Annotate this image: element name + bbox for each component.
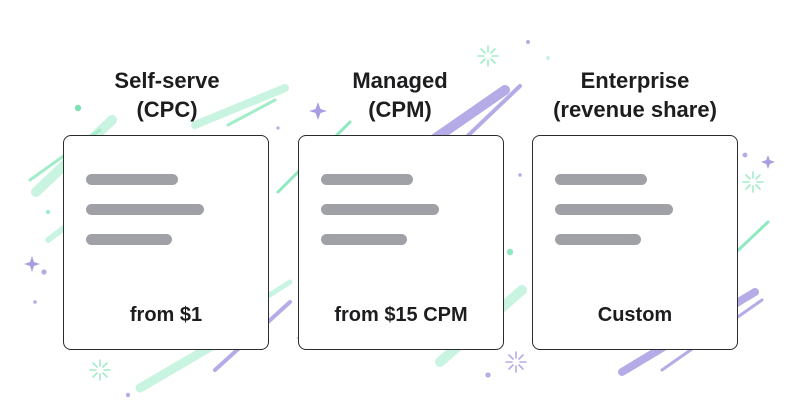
dot-icon <box>546 56 550 60</box>
purple-streak <box>425 85 510 147</box>
starburst-icon <box>89 359 111 381</box>
sparkle-icon <box>24 256 40 272</box>
dot-icon <box>518 173 522 177</box>
plan-title-line: Self-serve <box>114 68 220 93</box>
dot-icon <box>485 372 491 378</box>
plan-card-managed: from $15 CPM <box>298 135 504 350</box>
placeholder-text-bar <box>321 204 439 215</box>
dot-icon <box>33 300 37 304</box>
plan-price: Custom <box>597 304 673 326</box>
placeholder-text-bar <box>86 234 172 245</box>
green-streak <box>226 98 277 127</box>
placeholder-text-bar <box>555 234 641 245</box>
plan-title-enterprise: Enterprise (revenue share) <box>515 66 755 124</box>
starburst-icon <box>505 351 527 373</box>
plan-title-line: (CPM) <box>368 97 432 122</box>
placeholder-text-bar <box>321 234 407 245</box>
dot-icon <box>125 392 131 398</box>
starburst-icon <box>742 171 764 193</box>
dot-icon <box>74 104 82 112</box>
dot-icon <box>526 40 530 44</box>
plan-card-enterprise: Custom <box>532 135 738 350</box>
dot-icon <box>45 209 51 215</box>
placeholder-text-bar <box>86 204 204 215</box>
plan-title-line: Managed <box>352 68 448 93</box>
dot-icon <box>506 248 514 256</box>
green-streak <box>265 279 293 299</box>
plan-title-line: (CPC) <box>136 97 198 122</box>
dot-icon <box>742 152 748 158</box>
dot-icon <box>276 126 280 130</box>
placeholder-text-bar <box>555 204 673 215</box>
dot-icon <box>41 269 47 275</box>
placeholder-text-bar <box>555 174 647 185</box>
plan-title-self-serve: Self-serve (CPC) <box>47 66 287 124</box>
starburst-icon <box>477 45 499 67</box>
green-streak <box>191 84 289 129</box>
sparkle-icon <box>761 155 775 169</box>
placeholder-text-bar <box>86 174 178 185</box>
plan-title-line: Enterprise <box>580 68 690 93</box>
placeholder-text-bar <box>321 174 413 185</box>
plan-title-managed: Managed (CPM) <box>280 66 520 124</box>
plan-title-line: (revenue share) <box>553 97 717 122</box>
plan-price: from $1 <box>129 304 203 326</box>
plan-price: from $15 CPM <box>334 304 468 326</box>
sparkle-icon <box>309 102 327 120</box>
plan-card-self-serve: from $1 <box>63 135 269 350</box>
